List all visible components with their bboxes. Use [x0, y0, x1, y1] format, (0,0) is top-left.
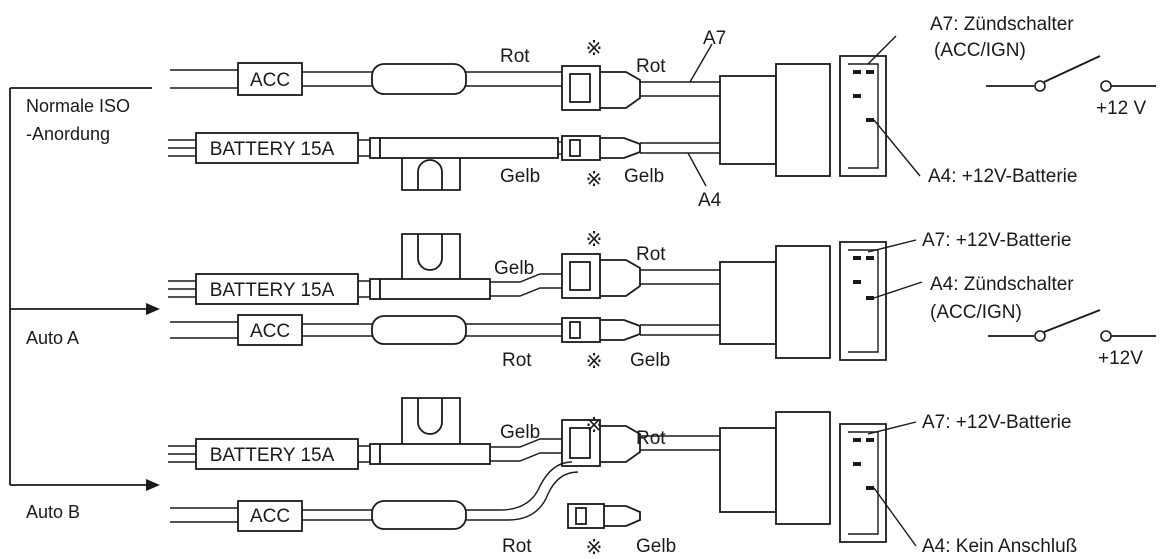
inline-holder-3 [371, 500, 467, 530]
callout-acc-ign-row2: (ACC/IGN) [930, 302, 1022, 323]
ref-mark-3b: ※ [586, 537, 603, 559]
callout-a7-ignition-row1: A7: Zündschalter [930, 14, 1074, 35]
voltage-row2: +12V [1098, 348, 1143, 369]
fuse-holder-2 [401, 233, 461, 279]
battery-tube-2 [379, 278, 491, 300]
callout-a4-no-connection-row3: A4: Kein Anschluß [922, 536, 1077, 557]
yellow-plug-1 [561, 135, 601, 161]
yellow-plug-2 [561, 317, 601, 343]
harness-connector-3 [719, 411, 831, 525]
fuse-holder-3 [401, 397, 461, 444]
wire-label-yellow-1a: Gelb [500, 166, 540, 187]
harness-connector-2 [719, 245, 831, 359]
battery-fuse-3 [195, 438, 359, 470]
wire-label-yellow-3b: Gelb [636, 536, 676, 557]
left-bracket [9, 87, 160, 491]
wire-label-red-2a: Rot [636, 244, 666, 265]
battery-tube-1 [379, 137, 559, 159]
acc-label-3: ACC [250, 506, 290, 527]
battery-fuse-2 [195, 273, 359, 305]
ignition-switch-1 [986, 55, 1156, 92]
acc-wire-2 [170, 314, 720, 346]
callout-a7-battery-row2: A7: +12V-Batterie [922, 230, 1071, 251]
socket-face-1 [839, 55, 887, 177]
wire-label-yellow-1b: Gelb [624, 166, 664, 187]
wire-label-red-2b: Rot [502, 350, 532, 371]
row-normal-iso: ACC Rot ※ Rot A7 BATTERY 15A G [168, 14, 1156, 211]
ignition-switch-2 [988, 309, 1156, 342]
wire-label-red-1a: Rot [500, 46, 530, 67]
battery-label-2: BATTERY 15A [210, 280, 335, 301]
ref-mark-2a: ※ [586, 229, 603, 251]
wire-label-red-3b: Rot [502, 536, 532, 557]
callout-a7-battery-row3: A7: +12V-Batterie [922, 412, 1071, 433]
inline-holder-1 [371, 63, 467, 95]
callout-acc-ign-row1: (ACC/IGN) [934, 40, 1026, 61]
battery-wire-3 [168, 397, 720, 470]
label-normal-iso-line1: Normale ISO [26, 96, 130, 116]
ref-mark-1b: ※ [586, 169, 603, 191]
label-auto-a: Auto A [26, 328, 79, 348]
wire-label-yellow-2a: Gelb [494, 258, 534, 279]
wire-label-red-3a: Rot [636, 428, 666, 449]
battery-wire-2 [168, 233, 720, 305]
socket-face-2 [839, 241, 887, 361]
voltage-row1: +12 V [1096, 98, 1147, 119]
battery-tube-3 [379, 443, 491, 465]
battery-fuse-1 [195, 132, 359, 164]
acc-fuse-1 [237, 62, 303, 96]
battery-label-3: BATTERY 15A [210, 445, 335, 466]
arrow-auto-b [146, 479, 160, 491]
socket-face-3 [839, 423, 887, 543]
acc-wire-1 [170, 62, 720, 111]
acc-fuse-3 [237, 500, 303, 532]
arrow-auto-a [146, 303, 160, 315]
ref-mark-3a: ※ [586, 415, 603, 437]
row-auto-a: BATTERY 15A Gelb ※ Rot ACC Rot ※ Gelb [168, 229, 1156, 373]
battery-wire-1 [168, 132, 720, 191]
callout-a4-ignition-row2: A4: Zündschalter [930, 274, 1074, 295]
fuse-holder-1 [401, 158, 461, 191]
inline-holder-2 [371, 315, 467, 345]
acc-label-1: ACC [250, 70, 290, 91]
pin-label-a4-row1: A4 [698, 190, 722, 211]
pin-label-a7-row1: A7 [703, 28, 726, 49]
battery-label-1: BATTERY 15A [210, 139, 335, 160]
ref-mark-2b: ※ [586, 351, 603, 373]
label-auto-b: Auto B [26, 502, 80, 522]
acc-label-2: ACC [250, 321, 290, 342]
label-normal-iso-line2: -Anordung [26, 124, 110, 144]
ref-mark-1a: ※ [586, 38, 603, 60]
harness-connector-1 [719, 63, 831, 177]
wire-label-red-1b: Rot [636, 56, 666, 77]
callout-a4-battery-row1: A4: +12V-Batterie [928, 166, 1077, 187]
row-auto-b: BATTERY 15A Gelb ※ Rot ACC Rot ※ Gelb [168, 397, 1077, 559]
acc-wire-3 [170, 461, 641, 532]
acc-fuse-2 [237, 314, 303, 346]
wire-label-yellow-2b: Gelb [630, 350, 670, 371]
wire-label-yellow-3a: Gelb [500, 422, 540, 443]
